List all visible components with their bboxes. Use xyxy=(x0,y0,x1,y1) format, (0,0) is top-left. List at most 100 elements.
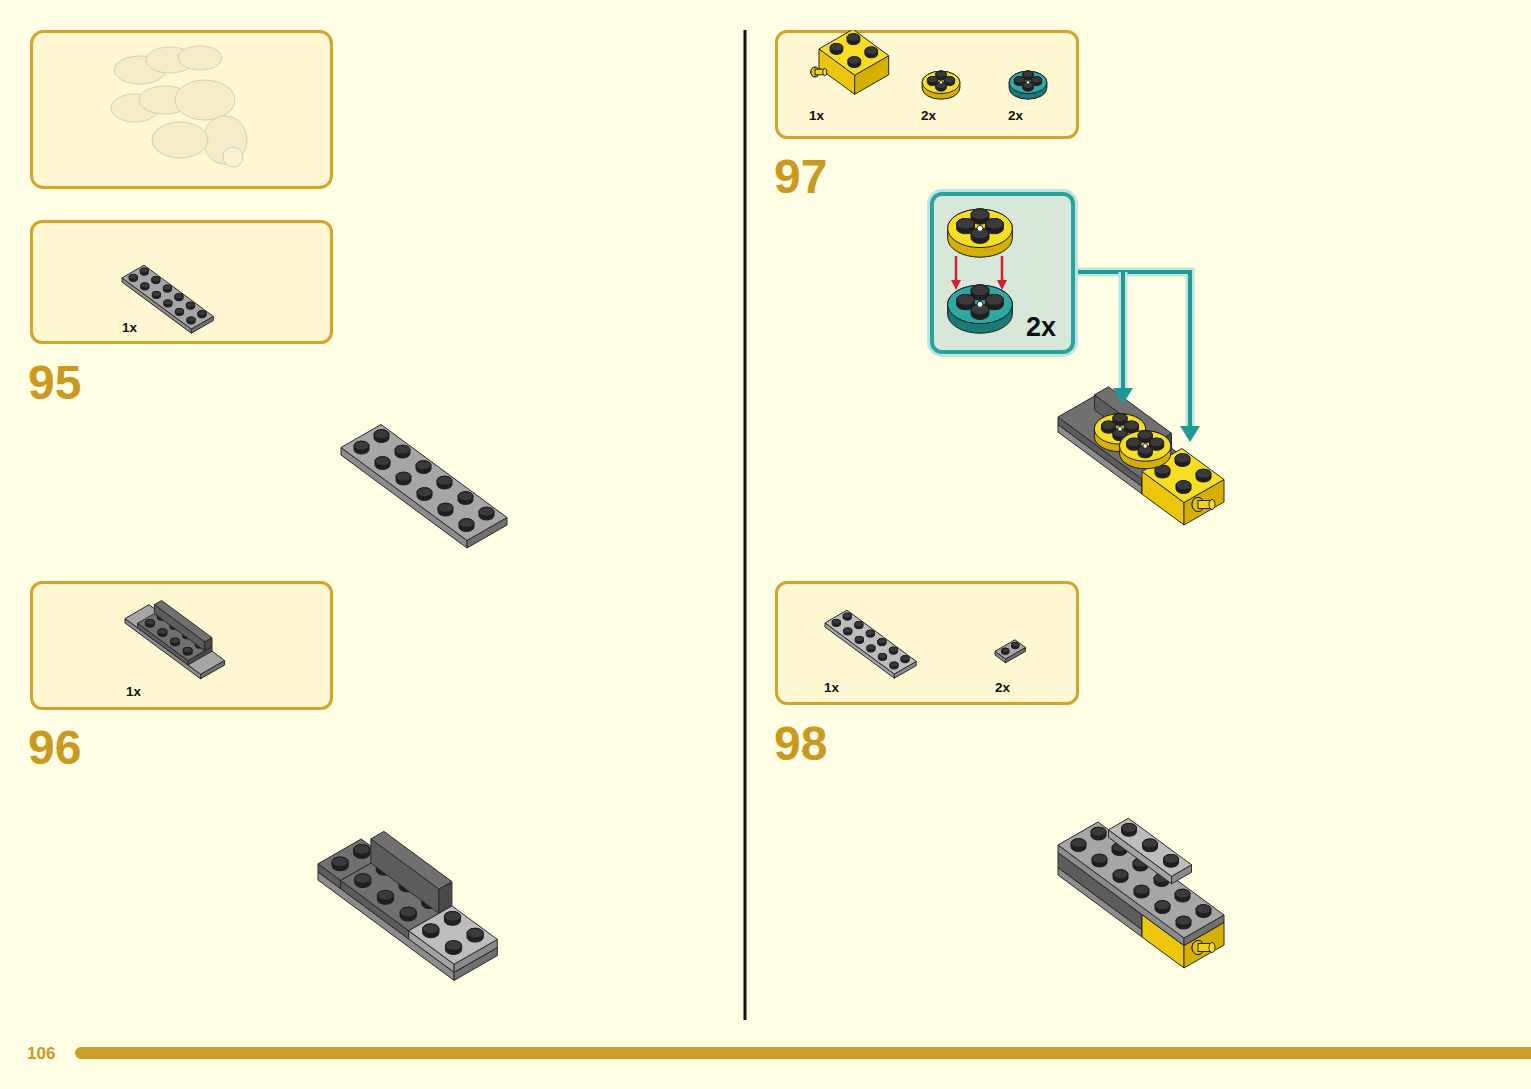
drawing-part xyxy=(878,639,886,646)
drawing-part xyxy=(811,30,1047,99)
part-illustration xyxy=(775,581,1079,705)
drawing-part xyxy=(936,71,947,77)
drawing-part xyxy=(1164,854,1179,867)
drawing-part xyxy=(927,77,938,83)
drawing-part xyxy=(1091,827,1106,840)
part-quantity: 1x xyxy=(122,321,137,335)
drawing-part xyxy=(901,656,909,661)
drawing-part xyxy=(957,218,975,229)
drawing-part xyxy=(1155,901,1170,910)
drawing-part xyxy=(1113,870,1128,883)
step-number: 96 xyxy=(28,724,81,772)
drawing-part xyxy=(855,636,863,641)
drawing-part xyxy=(1113,413,1127,422)
drawing-part xyxy=(1092,854,1107,863)
drawing-part xyxy=(901,656,909,663)
drawing-part xyxy=(825,610,1026,678)
drawing-part xyxy=(1009,71,1047,99)
drawing-part xyxy=(154,601,212,642)
drawing-part xyxy=(1091,827,1106,836)
drawing-part xyxy=(417,488,432,497)
drawing-part xyxy=(374,430,389,439)
drawing-part xyxy=(866,630,874,635)
drawing-part xyxy=(444,912,460,926)
drawing-part xyxy=(1175,454,1190,463)
drawing-part xyxy=(423,924,439,934)
drawing-part xyxy=(1175,889,1190,898)
drawing-part xyxy=(951,280,961,290)
drawing-part xyxy=(152,291,160,296)
drawing-part xyxy=(1001,256,1004,282)
drawing-part xyxy=(175,80,235,120)
drawing-part xyxy=(865,47,878,55)
drawing-part xyxy=(437,476,452,485)
drawing-part xyxy=(479,507,494,520)
part-quantity: 1x xyxy=(824,681,839,695)
drawing-part xyxy=(1113,870,1128,879)
step-number: 98 xyxy=(774,720,827,768)
drawing-part xyxy=(171,638,180,643)
drawing-part xyxy=(377,890,393,900)
drawing-part xyxy=(459,519,474,532)
drawing-part xyxy=(198,311,206,316)
step-97-model xyxy=(1058,387,1224,525)
drawing-part xyxy=(1175,454,1190,467)
drawing-part xyxy=(1118,427,1123,432)
drawing-part xyxy=(1120,431,1171,461)
callout-quantity: 2x xyxy=(1026,314,1056,341)
drawing-part xyxy=(830,44,843,52)
drawing-part xyxy=(186,302,194,309)
drawing-part xyxy=(1121,272,1125,392)
step-95-model xyxy=(341,425,507,549)
drawing-part xyxy=(479,507,494,516)
drawing-part xyxy=(1124,421,1138,430)
drawing-part xyxy=(332,857,348,871)
drawing-part xyxy=(371,831,452,889)
drawing-part xyxy=(152,277,160,284)
drawing-part xyxy=(1119,272,1128,392)
drawing-part xyxy=(1113,388,1133,404)
drawing-part xyxy=(844,628,852,633)
drawing-part xyxy=(843,613,851,620)
drawing-part xyxy=(186,302,194,307)
drawing-part xyxy=(948,285,1013,333)
parts-box: 1x2x xyxy=(775,581,1079,705)
drawing-part xyxy=(867,645,875,650)
drawing-part xyxy=(878,639,886,644)
drawing-part xyxy=(890,662,898,667)
drawing-part xyxy=(855,636,863,643)
drawing-part xyxy=(1134,885,1149,898)
drawing-part xyxy=(158,629,167,637)
step-96-model xyxy=(318,831,497,980)
drawing-part xyxy=(1075,272,1190,430)
drawing-part xyxy=(995,640,1026,659)
drawing-part xyxy=(444,912,460,922)
drawing-part xyxy=(971,285,989,296)
part-illustration xyxy=(775,30,1079,139)
drawing-part xyxy=(1209,943,1215,953)
drawing-part xyxy=(341,425,507,541)
drawing-part xyxy=(847,34,860,45)
drawing-part xyxy=(129,274,137,279)
drawing-part xyxy=(122,265,213,329)
drawing-part xyxy=(1101,421,1115,430)
step-number: 95 xyxy=(28,359,81,407)
drawing-part xyxy=(164,300,172,305)
drawing-part xyxy=(1071,839,1086,848)
drawing-part xyxy=(1196,905,1211,918)
drawing-part xyxy=(187,317,195,322)
drawing-part xyxy=(163,285,171,292)
drawing-part xyxy=(1209,500,1215,510)
drawing-part xyxy=(183,647,192,655)
drawing-part xyxy=(141,283,149,290)
drawing-part xyxy=(125,601,225,679)
drawing-part xyxy=(977,301,983,307)
drawing-part xyxy=(922,71,960,93)
drawing-part xyxy=(178,46,222,70)
drawing-part xyxy=(832,619,840,624)
drawing-part xyxy=(395,445,410,454)
drawing-part xyxy=(948,285,1013,323)
drawing-part xyxy=(878,654,886,659)
previous-model-box xyxy=(32,32,332,188)
